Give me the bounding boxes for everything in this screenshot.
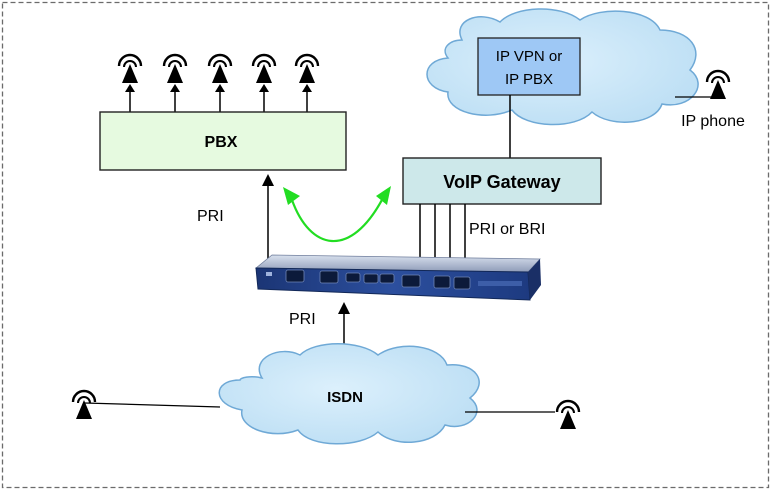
voip-gateway-label: VoIP Gateway xyxy=(443,172,560,192)
ip-vpn-label-line2: IP PBX xyxy=(505,71,553,88)
isdn-phone-links xyxy=(84,402,555,413)
phone-icon xyxy=(294,53,320,112)
phone-icon xyxy=(555,399,581,431)
phone-icon xyxy=(251,53,277,112)
pbx-box: PBX xyxy=(99,111,347,171)
ip-vpn-label-line1: IP VPN or xyxy=(496,48,562,65)
pbx-phones xyxy=(117,53,320,112)
pri-switch-device-icon xyxy=(254,254,541,301)
ip-phone-label: IP phone xyxy=(681,113,745,130)
voip-gateway-box: VoIP Gateway xyxy=(402,157,602,205)
switch-arrow xyxy=(283,186,391,243)
pri-or-bri-label: PRI or BRI xyxy=(469,221,545,238)
phone-icon xyxy=(71,389,97,421)
phone-icon xyxy=(207,53,233,112)
pri-lower-label: PRI xyxy=(289,311,316,328)
ip-vpn-box: IP VPN or IP PBX xyxy=(477,37,581,96)
pri-upper-label: PRI xyxy=(197,208,224,225)
phone-icon xyxy=(117,53,143,112)
pbx-label: PBX xyxy=(205,134,238,151)
phone-icon xyxy=(162,53,188,112)
ip-phone-icon xyxy=(705,69,731,101)
isdn-label: ISDN xyxy=(327,389,363,406)
pbx-device-link xyxy=(262,174,274,262)
isdn-cloud: ISDN xyxy=(218,343,480,445)
